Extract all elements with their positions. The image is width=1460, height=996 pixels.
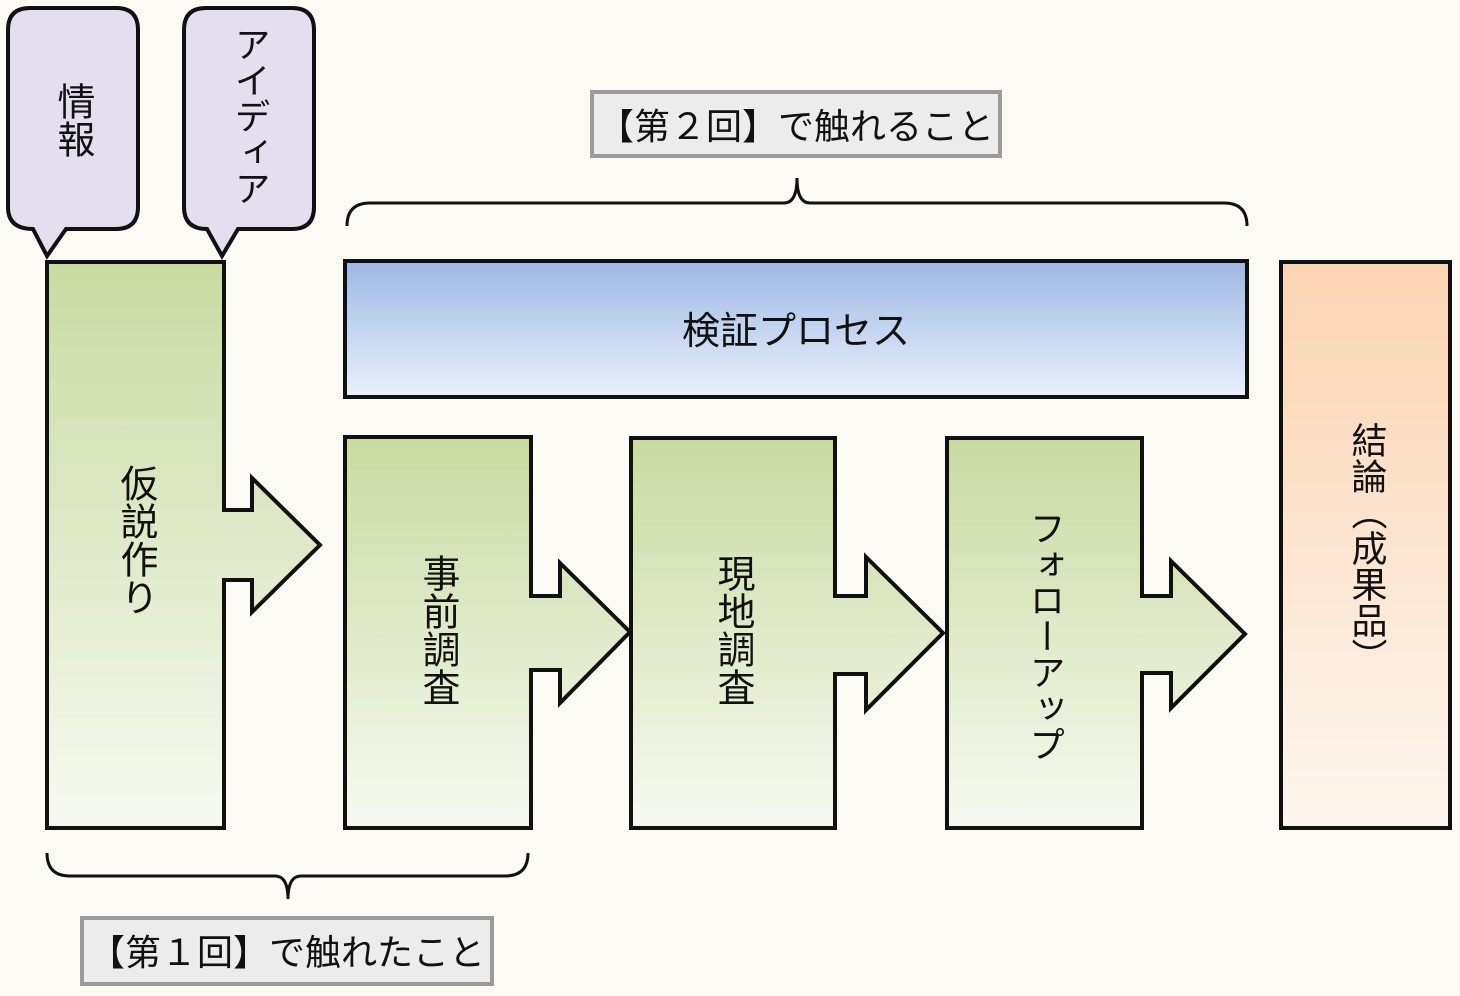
verification-process-banner: 検証プロセス <box>343 259 1249 399</box>
step-hypothesis: 仮説作り <box>45 260 323 830</box>
session2-label: 【第２回】で触れること <box>598 107 994 148</box>
verification-process-label: 検証プロセス <box>682 309 910 353</box>
step-hypothesis-label: 仮説作り <box>114 464 158 616</box>
callout-idea: アイディア <box>182 6 316 261</box>
callout-info: 情報 <box>6 6 140 260</box>
session2-label-box: 【第２回】で触れること <box>590 90 1002 158</box>
session1-label-box: 【第１回】で触れたこと <box>80 916 494 986</box>
session2-brace <box>345 177 1249 227</box>
callout-info-text: 情報 <box>51 82 95 158</box>
step-field-research: 現地調査 <box>629 436 946 830</box>
step-conclusion: 結論（成果品） <box>1279 260 1452 830</box>
step-follow-up: フォローアップ <box>945 436 1248 830</box>
step-conclusion-label: 結論（成果品） <box>1346 422 1388 674</box>
step-follow-up-label: フォローアップ <box>1024 510 1065 762</box>
step-pre-research: 事前調査 <box>343 435 633 830</box>
step-pre-research-label: 事前調査 <box>416 554 460 706</box>
step-field-research-label: 現地調査 <box>711 554 755 706</box>
session1-label: 【第１回】で触れたこと <box>89 933 485 974</box>
callout-idea-text: アイディア <box>229 26 270 206</box>
session1-brace <box>45 852 530 900</box>
